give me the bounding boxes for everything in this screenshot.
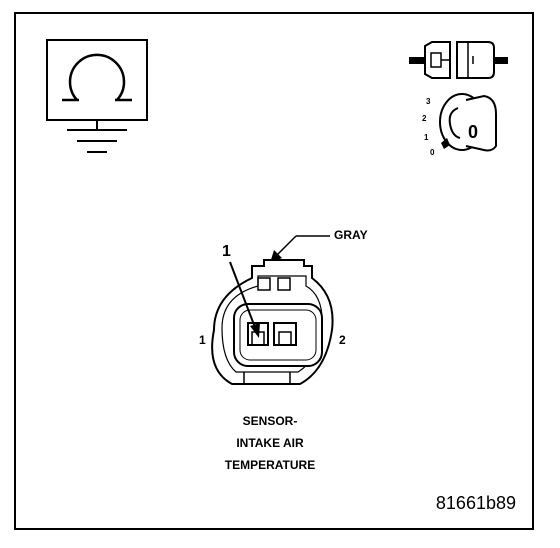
- caption-line-3: TEMPERATURE: [224, 458, 316, 472]
- switch-position-3: 3: [426, 97, 431, 106]
- figure-id: 81661b89: [435, 493, 516, 513]
- ohmmeter-ground-icon: [46, 39, 148, 153]
- connector-face: [211, 259, 334, 385]
- caption-line-2: INTAKE AIR: [236, 436, 304, 450]
- switch-position-0: 0: [430, 148, 435, 157]
- switch-key-label: 0: [468, 122, 478, 142]
- ignition-switch-icon: 0 3 2 1 0: [422, 93, 497, 157]
- pin-callout-number: 1: [222, 243, 231, 260]
- caption-line-1: SENSOR-: [242, 414, 298, 428]
- wire-color-label: GRAY: [334, 228, 368, 242]
- component-caption: SENSOR- INTAKE AIR TEMPERATURE: [190, 410, 350, 476]
- connector-icon: [409, 41, 508, 79]
- switch-position-2: 2: [422, 114, 427, 123]
- pin-2-label: 2: [339, 333, 346, 347]
- pin-callout-arrow: [229, 261, 260, 338]
- pin-1-label: 1: [199, 333, 206, 347]
- switch-position-1: 1: [424, 133, 429, 142]
- gray-callout-arrow: [270, 235, 330, 263]
- diagram-frame: [14, 12, 534, 530]
